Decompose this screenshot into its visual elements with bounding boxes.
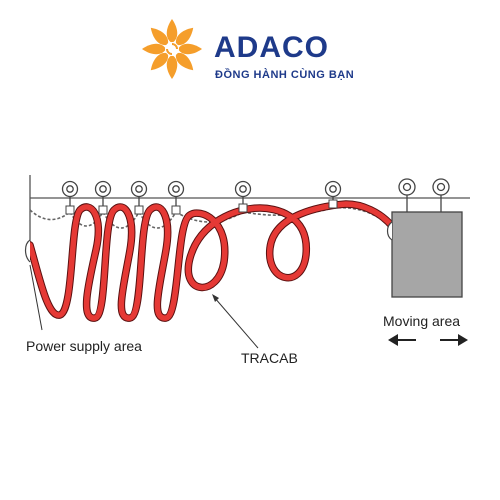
- hanger-ring-icon: [398, 178, 416, 212]
- leader-tracab-arrowhead: [212, 294, 219, 302]
- hanger-ring-icon: [130, 180, 148, 212]
- sunflower-logo-icon: [142, 19, 202, 79]
- arrow-right-icon: [440, 334, 468, 346]
- brand-tagline: ĐỒNG HÀNH CÙNG BẠN: [215, 69, 355, 81]
- power-supply-connector: [24, 239, 31, 263]
- hanger-ring-icon: [61, 180, 79, 212]
- label-tracab: TRACAB: [241, 350, 298, 366]
- hanger-rings: [61, 178, 450, 212]
- hanger-ring-icon: [167, 180, 185, 212]
- leader-power-supply: [29, 264, 43, 331]
- logo: ADACO ĐỒNG HÀNH CÙNG BẠN: [140, 15, 370, 85]
- label-moving-area: Moving area: [383, 313, 460, 329]
- label-power-supply: Power supply area: [26, 338, 142, 354]
- moving-carriage-box: [391, 211, 463, 298]
- hanger-ring-icon: [324, 180, 342, 208]
- carriage-connector: [386, 221, 393, 241]
- leader-tracab: [213, 296, 259, 349]
- tracab-cable: [26, 200, 396, 322]
- cable-clamps: [65, 199, 338, 215]
- arrow-left-icon: [388, 334, 416, 346]
- hanger-ring-icon: [432, 178, 450, 212]
- brand-name: ADACO: [214, 31, 329, 64]
- hanger-ring-icon: [94, 180, 112, 212]
